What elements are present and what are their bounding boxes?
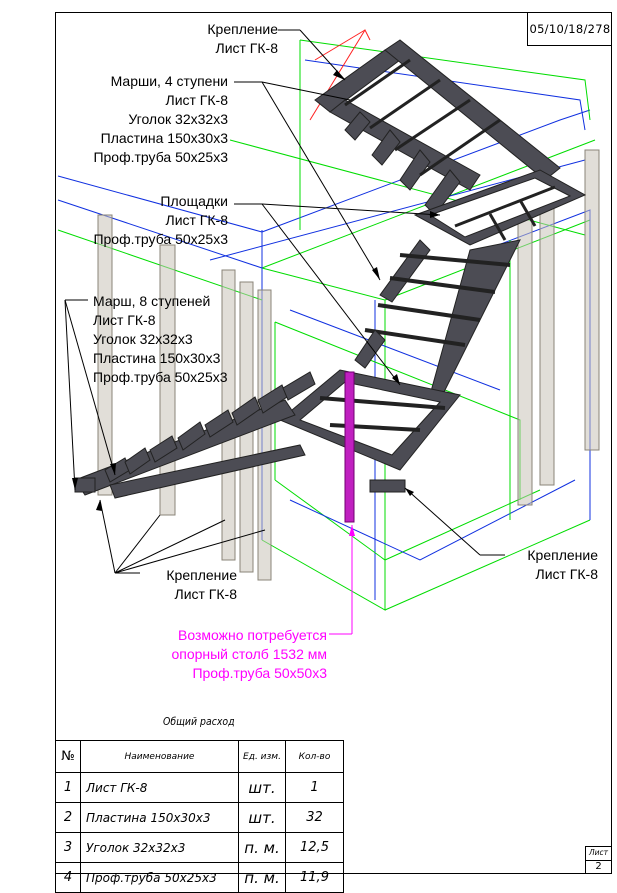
callout-landings: Площадки Лист ГК-8 Проф.труба 50x25x3 [93, 193, 228, 247]
callout-flight-4-steps: Марши, 4 ступени Лист ГК-8 Уголок 32x32x… [93, 73, 228, 165]
row-name: Уголок 32x32x3 [80, 832, 239, 863]
leader-arrowheads [72, 70, 440, 536]
materials-table: № Наименование Ед. изм. Кол-во 1 Лист ГК… [55, 740, 344, 893]
leader-lines [64, 29, 505, 635]
callout-support-post: Возможно потребуется опорный столб 1532 … [171, 627, 327, 681]
row-qty: 32 [285, 802, 344, 833]
sheet-number-box: Лист 2 [585, 846, 612, 874]
post [257, 289, 272, 581]
support-post [344, 371, 355, 523]
row-unit: шт. [238, 772, 286, 803]
row-name: Пластина 150x30x3 [80, 802, 239, 833]
post [539, 189, 555, 486]
row-num: 3 [55, 832, 81, 863]
header-qty: Кол-во [285, 740, 344, 773]
row-num: 1 [55, 772, 81, 803]
row-qty: 12,5 [285, 832, 344, 863]
table-row: 1 Лист ГК-8 шт. 1 [55, 772, 344, 803]
row-name: Лист ГК-8 [80, 772, 239, 803]
header-name: Наименование [80, 740, 239, 773]
post [97, 214, 113, 496]
header-num: № [55, 740, 81, 773]
sheet-label: Лист [588, 848, 608, 857]
post [517, 204, 533, 506]
row-unit: шт. [238, 802, 286, 833]
callout-right-mount: Крепление Лист ГК-8 [527, 547, 598, 582]
row-unit: п. м. [238, 832, 286, 863]
callout-flight-8-steps: Марш, 8 ступеней Лист ГК-8 Уголок 32x32x… [93, 293, 228, 385]
callout-bottom-mount: Крепление Лист ГК-8 [166, 567, 237, 602]
table-row: 2 Пластина 150x30x3 шт. 32 [55, 802, 344, 833]
table-header-row: № Наименование Ед. изм. Кол-во [55, 740, 344, 773]
post [584, 149, 600, 451]
table-caption: Общий расход [163, 715, 235, 728]
steel-structure [74, 39, 587, 499]
callout-top-mount: Крепление Лист ГК-8 [207, 21, 278, 56]
document-number: 05/10/18/278 [527, 12, 612, 46]
header-unit: Ед. изм. [238, 740, 286, 773]
sheet-number: 2 [586, 860, 611, 872]
row-num: 2 [55, 802, 81, 833]
table-row: 3 Уголок 32x32x3 п. м. 12,5 [55, 832, 344, 863]
row-qty: 1 [285, 772, 344, 803]
